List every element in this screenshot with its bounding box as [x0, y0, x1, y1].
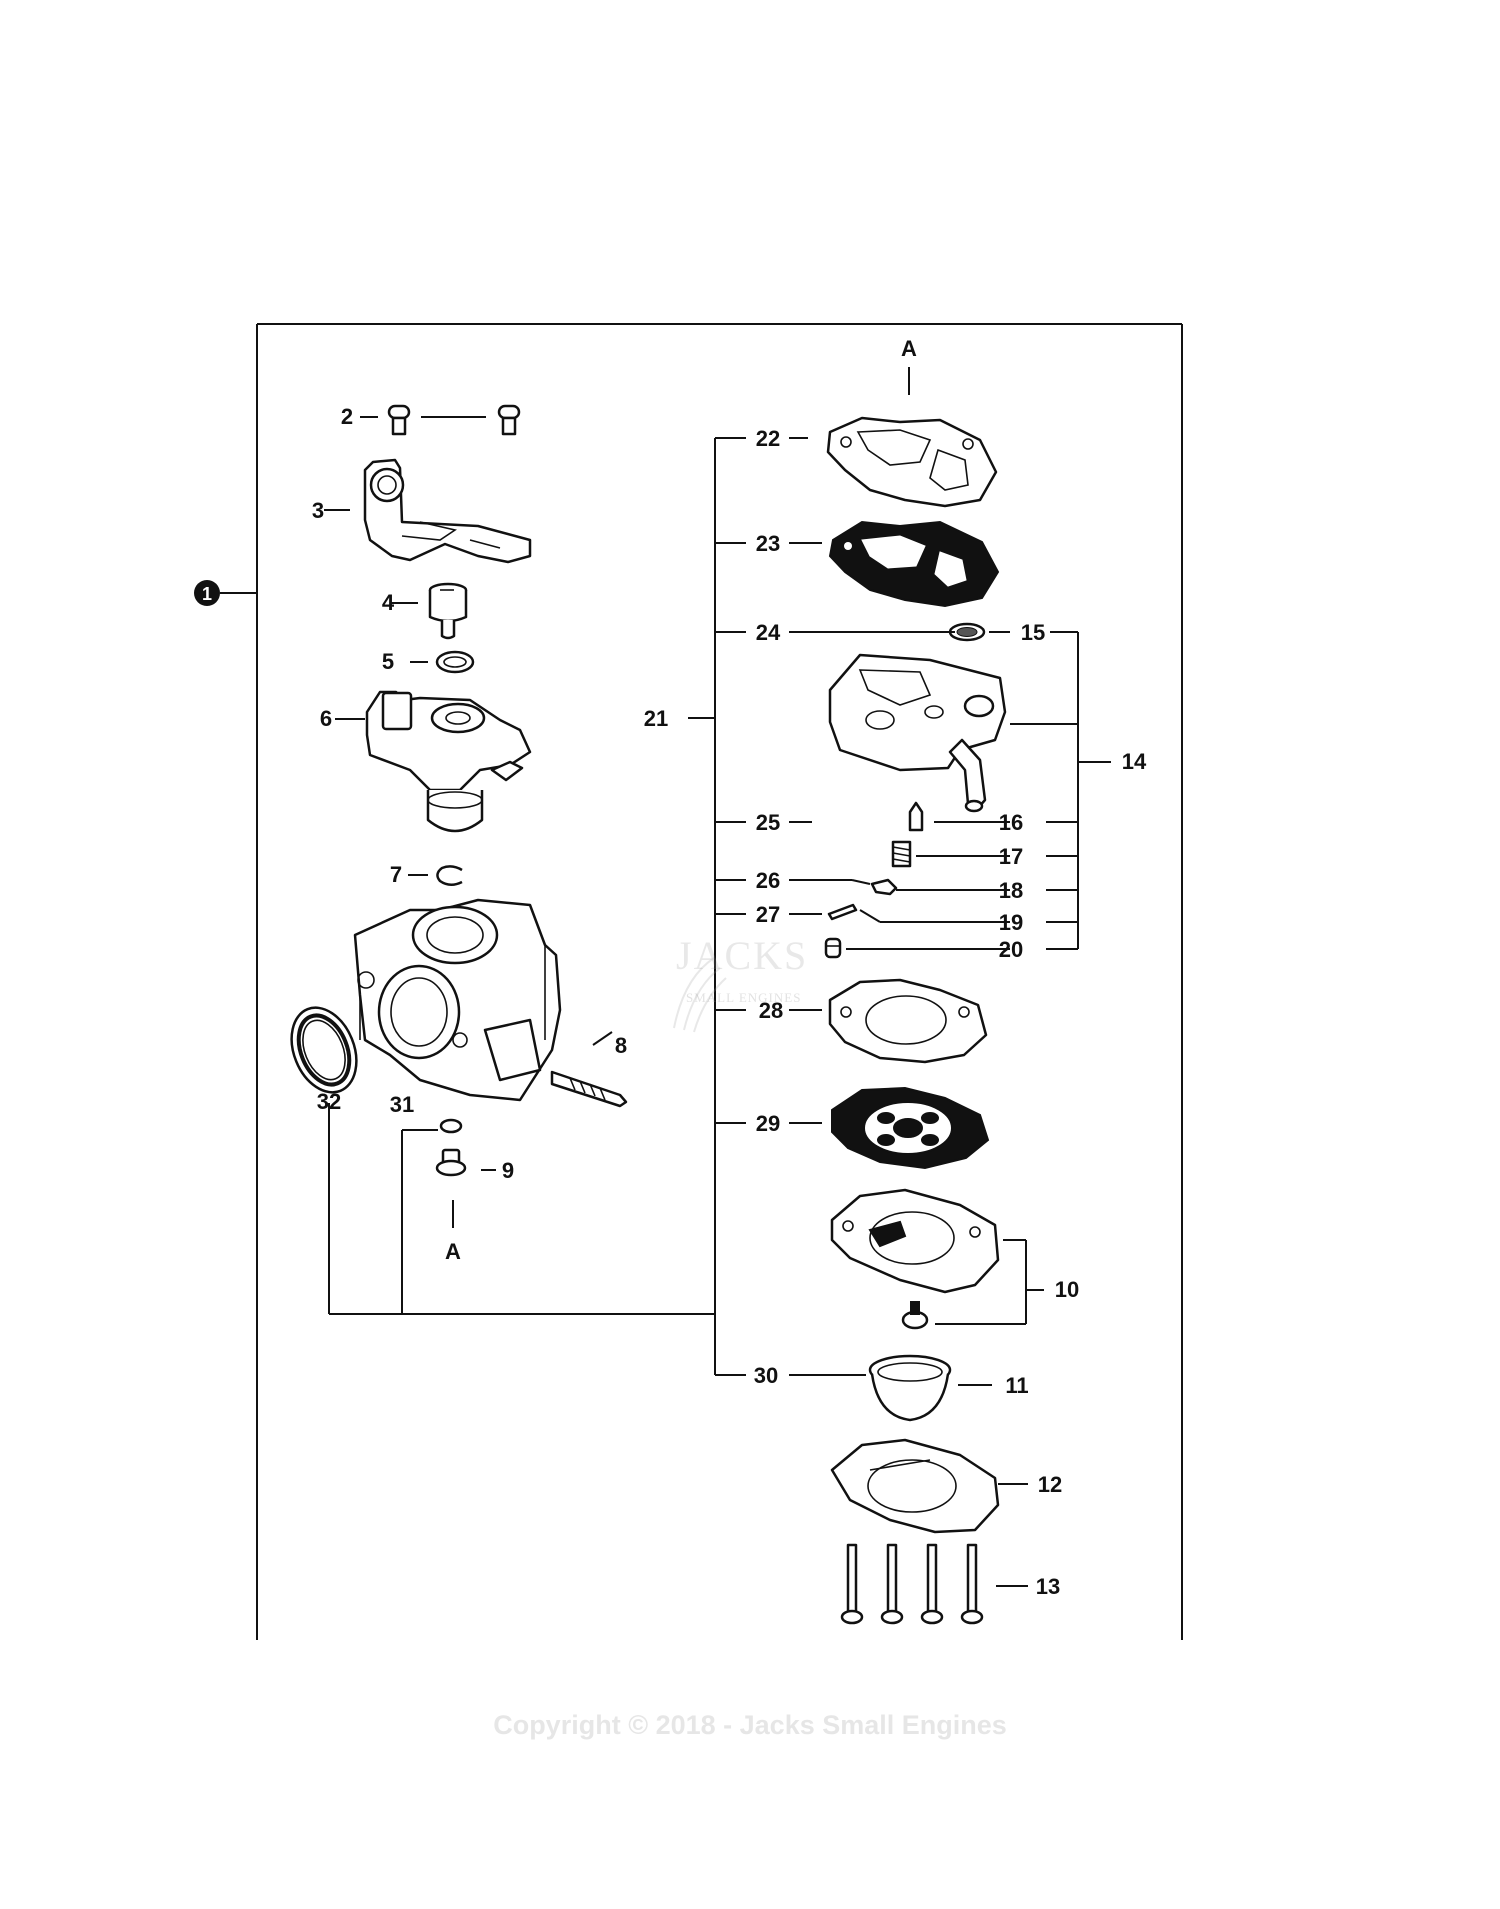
assembly-callout-number: 1	[202, 584, 212, 604]
callout-13: 13	[1036, 1574, 1060, 1599]
part-4-plug[interactable]	[390, 582, 468, 640]
section-marker-top: A	[901, 336, 917, 361]
assembly-frame	[220, 323, 1183, 1640]
callout-17: 17	[999, 844, 1023, 869]
callout-7: 7	[390, 862, 402, 887]
assembly-callout[interactable]: 1	[194, 580, 220, 606]
callout-12: 12	[1038, 1472, 1062, 1497]
callout-10: 10	[1055, 1277, 1079, 1302]
part-11-primer-bulb[interactable]	[789, 1354, 992, 1422]
callout-2: 2	[341, 404, 353, 429]
watermark-brand: JACKS	[676, 933, 809, 978]
part-10-metering-cover[interactable]	[830, 1188, 1044, 1330]
callout-26: 26	[756, 868, 780, 893]
callout-18: 18	[999, 878, 1023, 903]
callout-21: 21	[644, 706, 668, 731]
part-6-throttle-body[interactable]	[335, 690, 532, 833]
part-17-spring[interactable]	[891, 840, 1010, 868]
part-24-pump-body[interactable]	[789, 631, 1078, 813]
part-22-gasket[interactable]	[789, 416, 998, 508]
part-19-pin[interactable]	[789, 903, 1010, 923]
part-18-lever[interactable]	[789, 878, 1010, 896]
callout-8: 8	[615, 1033, 627, 1058]
callout-19: 19	[999, 910, 1023, 935]
callout-25: 25	[756, 810, 780, 835]
callout-6: 6	[320, 706, 332, 731]
part-31-oring[interactable]	[439, 1118, 463, 1134]
callout-5: 5	[382, 649, 394, 674]
part-20-screw[interactable]	[824, 937, 1010, 959]
callout-11: 11	[1005, 1373, 1028, 1398]
callout-30: 30	[754, 1363, 778, 1388]
part-28-gasket[interactable]	[789, 978, 988, 1064]
part-16-needle-valve[interactable]	[789, 801, 1010, 832]
part-15-filter-screen[interactable]	[948, 622, 1010, 642]
part-32-seal-ring[interactable]	[280, 998, 369, 1102]
carburetor-body[interactable]	[353, 898, 562, 1102]
part-23-diaphragm[interactable]	[789, 520, 1000, 608]
callout-9: 9	[502, 1158, 514, 1183]
part-12-bulb-cover[interactable]	[830, 1438, 1028, 1534]
part-8-needle[interactable]	[550, 1031, 628, 1108]
bracket-14	[1046, 631, 1111, 950]
part-3-bracket[interactable]	[324, 458, 532, 564]
watermark-subtitle: SMALL ENGINES	[686, 990, 802, 1005]
bracket-21	[688, 437, 746, 1376]
callout-4: 4	[382, 590, 395, 615]
callout-22: 22	[756, 426, 780, 451]
callout-20: 20	[999, 937, 1023, 962]
callout-24: 24	[756, 620, 781, 645]
callout-3: 3	[312, 498, 324, 523]
part-7-eclip[interactable]	[408, 865, 463, 886]
part-5-oring[interactable]	[410, 650, 475, 674]
callout-31: 31	[390, 1092, 414, 1117]
callout-32: 32	[317, 1089, 341, 1114]
callout-23: 23	[756, 531, 780, 556]
watermark-logo-icon	[673, 957, 727, 1033]
callout-29: 29	[756, 1111, 780, 1136]
callout-labels: 2 3 4 5 6 7 8 9 10 11 12 13 14 15 16 17 …	[312, 336, 1147, 1599]
callout-27: 27	[756, 902, 780, 927]
callout-14: 14	[1122, 749, 1147, 774]
part-9-fitting[interactable]	[435, 1148, 496, 1177]
callout-28: 28	[759, 998, 783, 1023]
callout-16: 16	[999, 810, 1023, 835]
copyright-text: Copyright © 2018 - Jacks Small Engines	[493, 1710, 1007, 1740]
connector-lines-left	[328, 1103, 715, 1315]
part-13-screws[interactable]	[840, 1543, 1028, 1625]
part-29-metering-diaphragm[interactable]	[789, 1086, 990, 1170]
section-marker-bottom: A	[445, 1239, 461, 1264]
part-2-screws[interactable]	[360, 404, 521, 436]
callout-15: 15	[1021, 620, 1045, 645]
